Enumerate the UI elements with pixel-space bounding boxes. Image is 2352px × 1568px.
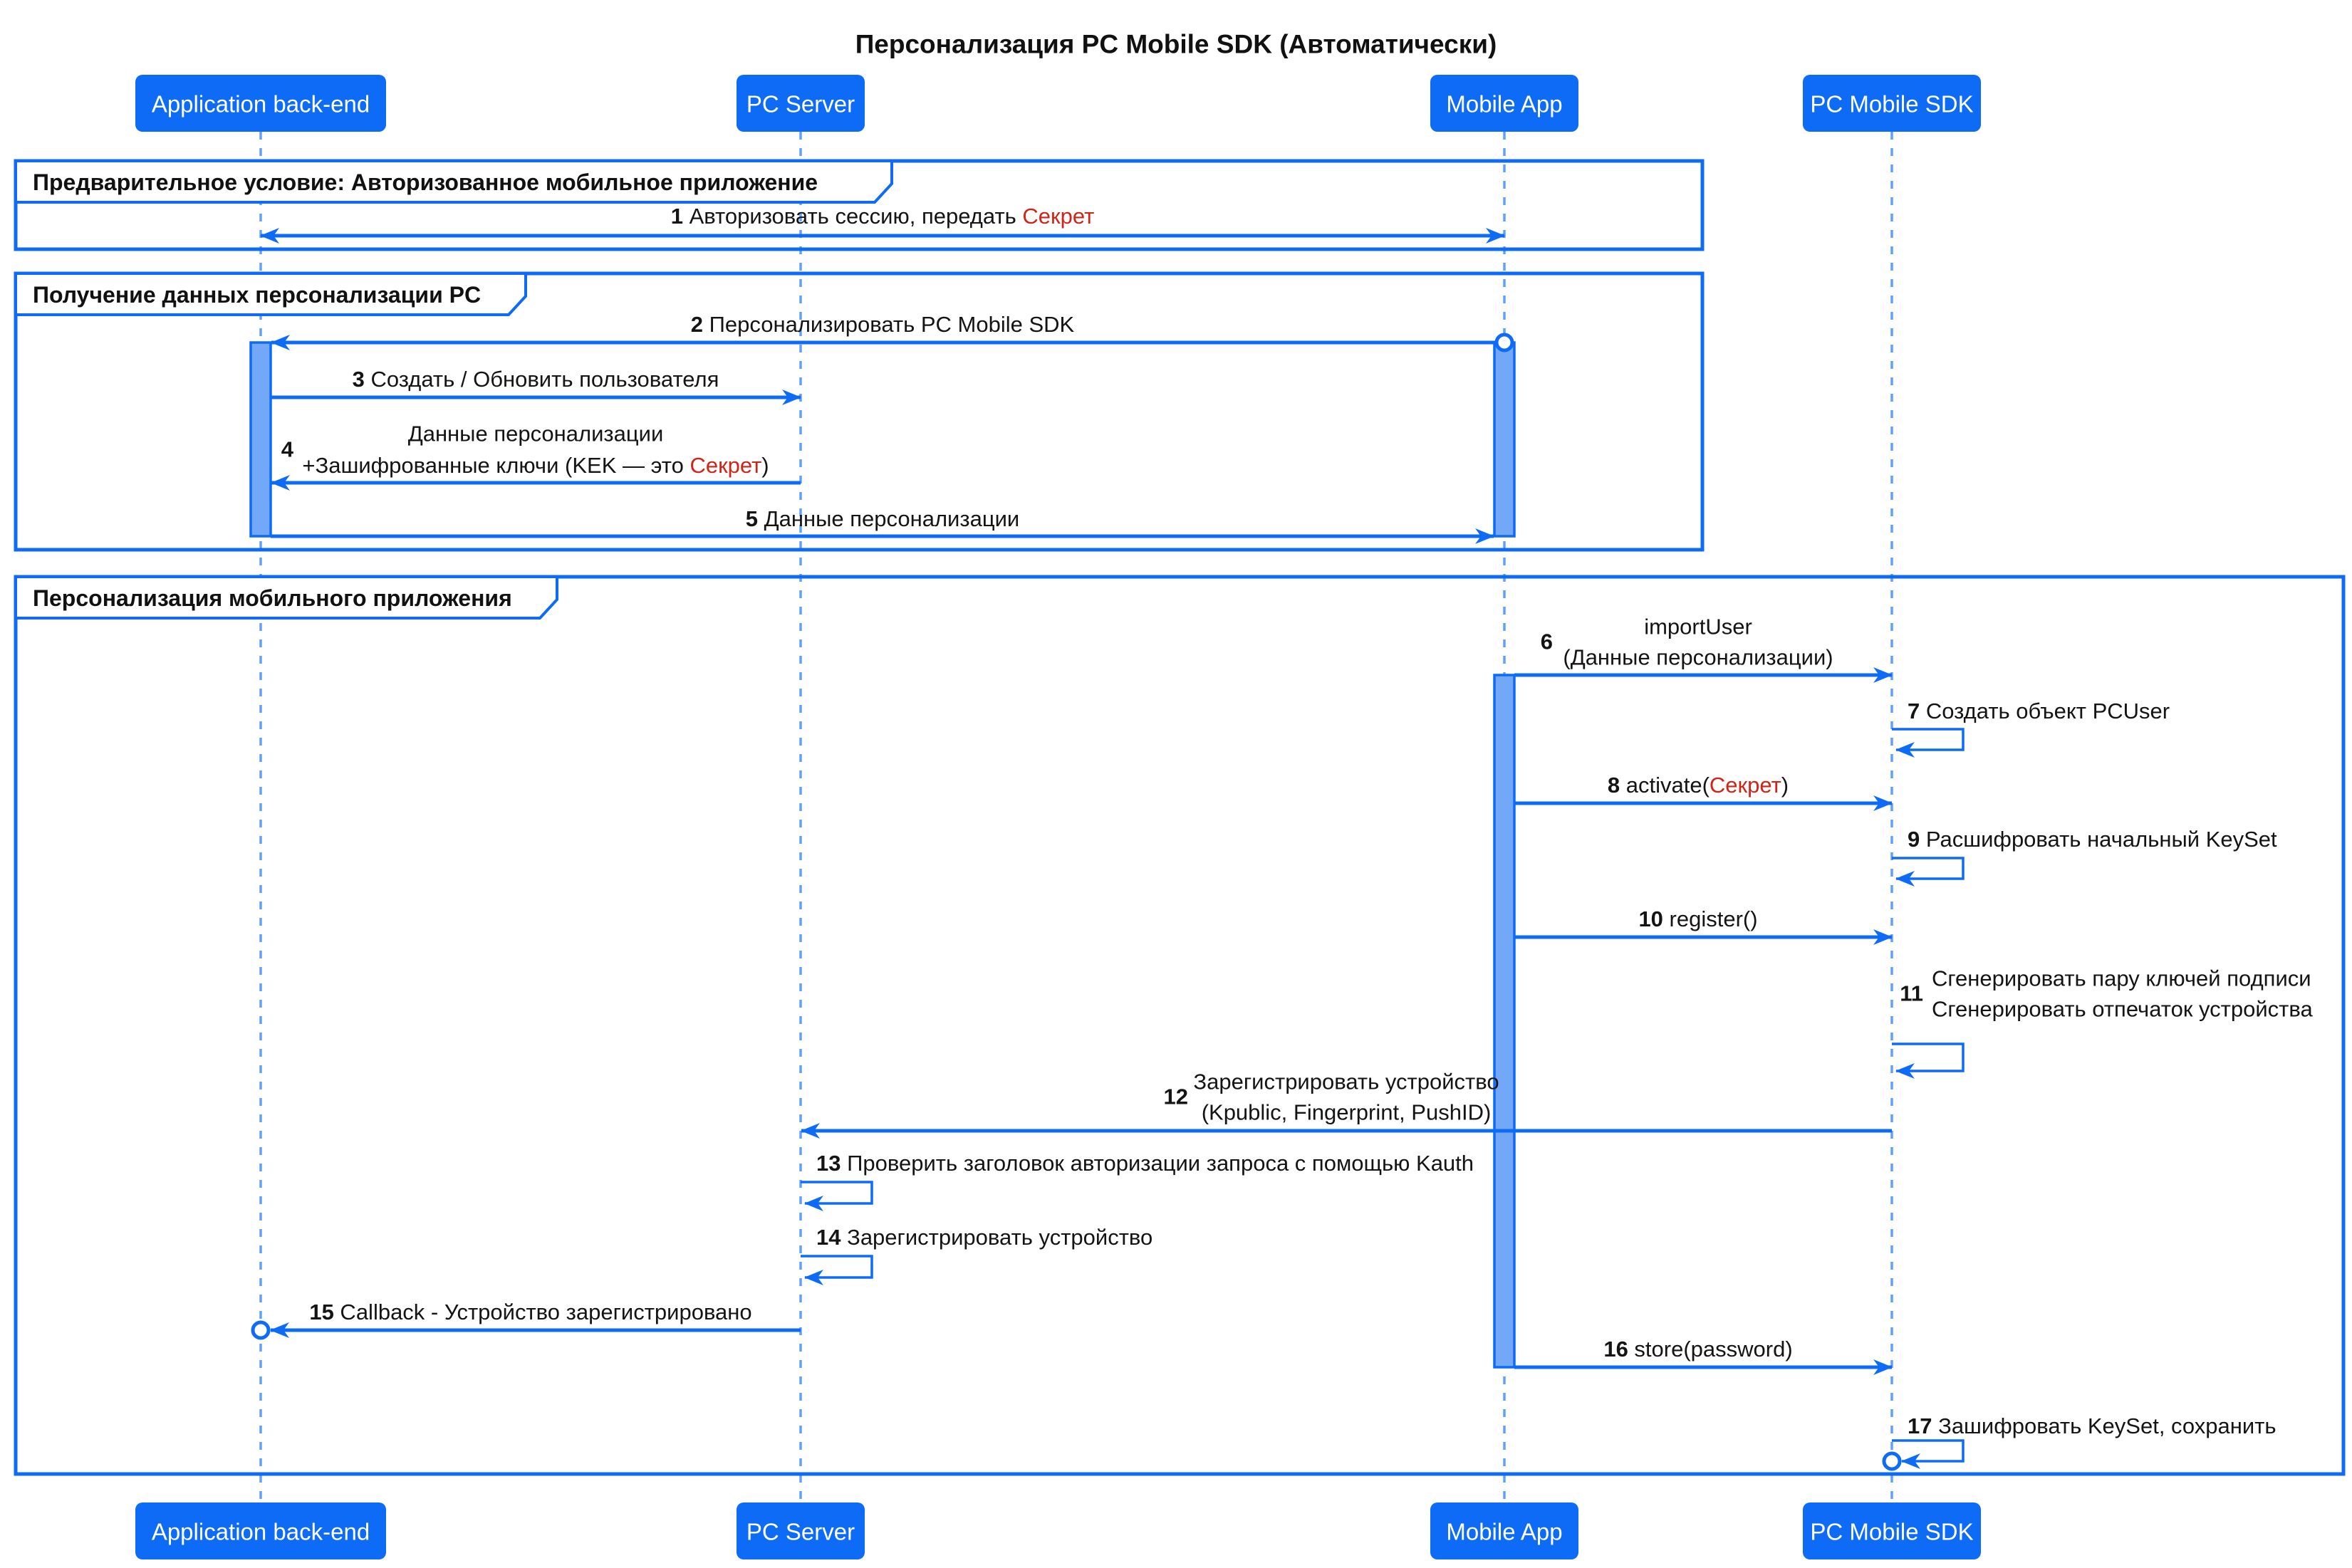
message-1-label: 1 Авторизовать сессию, передать Секрет	[671, 204, 1095, 229]
message-2-start-circle	[1494, 333, 1514, 352]
participant-top-mobile-app	[1430, 75, 1578, 132]
frame-mobile-personalization-tab	[14, 575, 558, 620]
participant-top-pc-server	[737, 75, 865, 132]
message-8: 8 activate(Секрет)	[1514, 773, 1893, 811]
message-17: 17 Зашифровать KeySet, сохранить	[1882, 1413, 2276, 1471]
participant-top-mobile-app-label: Mobile App	[1446, 91, 1562, 117]
message-13-self-loop	[801, 1181, 873, 1211]
participants-bottom: Application back-end PC Server Mobile Ap…	[135, 1502, 1981, 1559]
message-4-label-line2: +Зашифрованные ключи (KEK — это Секрет)	[302, 453, 769, 478]
participant-top-pc-mobile-sdk-label: PC Mobile SDK	[1810, 91, 1973, 117]
message-12-label-line1: Зарегистрировать устройство	[1193, 1070, 1499, 1094]
message-17-self-loop	[1892, 1439, 1965, 1469]
activation-mobile-app-frame3	[1493, 674, 1516, 1369]
message-16: 16 store(password)	[1514, 1337, 1893, 1375]
participant-bottom-pc-mobile-sdk-label: PC Mobile SDK	[1810, 1519, 1973, 1545]
message-17-label: 17 Зашифровать KeySet, сохранить	[1908, 1413, 2276, 1438]
frame-mobile-personalization-label: Персонализация мобильного приложения	[33, 585, 512, 611]
participant-bottom-mobile-app	[1430, 1502, 1578, 1559]
message-11-self-loop	[1892, 1042, 1965, 1079]
participant-bottom-application-back-end-label: Application back-end	[152, 1519, 370, 1545]
message-2: 2 Персонализировать PC Mobile SDK	[271, 312, 1514, 352]
message-14-self-loop	[801, 1255, 873, 1285]
message-14-label: 14 Зарегистрировать устройство	[816, 1225, 1152, 1250]
message-16-label: 16 store(password)	[1603, 1337, 1792, 1361]
message-4-label-line1: Данные персонализации	[408, 422, 664, 446]
message-8-label: 8 activate(Секрет)	[1608, 773, 1789, 798]
message-9-label: 9 Расшифровать начальный KeySet	[1908, 827, 2277, 852]
participant-top-application-back-end-label: Application back-end	[152, 91, 370, 117]
participant-top-pc-server-label: PC Server	[746, 91, 855, 117]
message-7-label: 7 Создать объект PCUser	[1908, 699, 2170, 723]
message-11-label-line1: Сгенерировать пару ключей подписи	[1932, 966, 2311, 991]
message-1: 1 Авторизовать сессию, передать Секрет	[260, 204, 1505, 244]
participant-top-application-back-end	[135, 75, 386, 132]
participant-top-pc-mobile-sdk	[1803, 75, 1981, 132]
message-10: 10 register()	[1514, 906, 1893, 945]
message-12: 12 Зарегистрировать устройство (Kpublic,…	[801, 1070, 1892, 1139]
activation-application-back-end	[249, 341, 272, 538]
message-14: 14 Зарегистрировать устройство	[801, 1225, 1152, 1285]
message-13: 13 Проверить заголовок авторизации запро…	[801, 1151, 1474, 1211]
message-6-label-line2: (Данные персонализации)	[1563, 645, 1833, 670]
participant-bottom-pc-mobile-sdk	[1803, 1502, 1981, 1559]
message-11-number: 11	[1900, 981, 1923, 1006]
message-6-number: 6	[1541, 629, 1553, 654]
message-3-label: 3 Создать / Обновить пользователя	[353, 367, 719, 392]
message-5: 5 Данные персонализации	[271, 506, 1494, 544]
message-12-number: 12	[1164, 1084, 1188, 1109]
message-11-label-line2: Сгенерировать отпечаток устройства	[1932, 997, 2313, 1022]
frame-precondition: Предварительное условие: Авторизованное …	[14, 159, 1705, 251]
participant-bottom-pc-server-label: PC Server	[746, 1519, 855, 1545]
participant-bottom-pc-server	[737, 1502, 865, 1559]
frame-mobile-personalization: Персонализация мобильного приложения	[14, 575, 2346, 1476]
message-6: 6 importUser (Данные персонализации)	[1514, 615, 1893, 683]
message-15-end-circle	[251, 1320, 271, 1340]
message-10-label: 10 register()	[1638, 906, 1757, 931]
message-6-label-line1: importUser	[1644, 615, 1752, 639]
message-3: 3 Создать / Обновить пользователя	[271, 367, 801, 405]
participants-top: Application back-end PC Server Mobile Ap…	[135, 75, 1981, 132]
frame-precondition-label: Предварительное условие: Авторизованное …	[33, 169, 818, 195]
participant-bottom-mobile-app-label: Mobile App	[1446, 1519, 1562, 1545]
message-15: 15 Callback - Устройство зарегистрирован…	[251, 1300, 801, 1340]
message-4: 4 Данные персонализации +Зашифрованные к…	[271, 422, 801, 491]
message-15-label: 15 Callback - Устройство зарегистрирован…	[309, 1300, 751, 1324]
frame-get-personalization-tab	[14, 272, 527, 316]
message-5-label: 5 Данные персонализации	[746, 506, 1019, 531]
message-9: 9 Расшифровать начальный KeySet	[1892, 827, 2277, 887]
frame-mobile-personalization-border	[14, 575, 2346, 1476]
frame-get-personalization-border	[14, 271, 1705, 552]
message-12-label-line2: (Kpublic, Fingerprint, PushID)	[1202, 1100, 1492, 1125]
frame-precondition-tab	[14, 160, 893, 204]
message-7-self-loop	[1892, 728, 1965, 758]
message-13-label: 13 Проверить заголовок авторизации запро…	[816, 1151, 1474, 1176]
diagram-title: Персонализация PC Mobile SDK (Автоматиче…	[855, 30, 1497, 59]
message-4-number: 4	[281, 437, 294, 462]
frame-get-personalization-label: Получение данных персонализации PC	[33, 282, 481, 308]
message-2-label: 2 Персонализировать PC Mobile SDK	[691, 312, 1075, 337]
activation-mobile-app-frame2	[1493, 341, 1516, 538]
message-7: 7 Создать объект PCUser	[1892, 699, 2170, 758]
message-17-end-circle	[1882, 1451, 1902, 1471]
participant-bottom-application-back-end	[135, 1502, 386, 1559]
message-9-self-loop	[1892, 857, 1965, 887]
message-11: 11 Сгенерировать пару ключей подписи Сге…	[1892, 966, 2313, 1079]
frame-get-personalization-data: Получение данных персонализации PC	[14, 271, 1705, 552]
